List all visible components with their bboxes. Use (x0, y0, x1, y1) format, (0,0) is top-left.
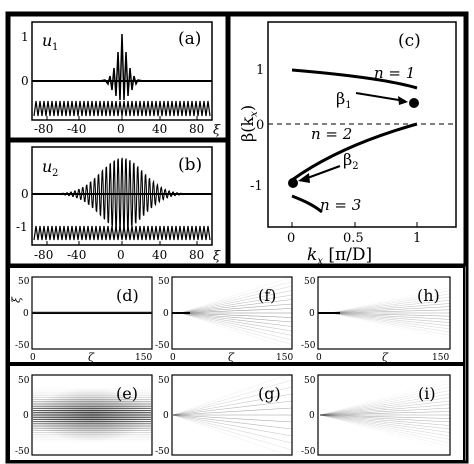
panel-g-ytick--50: -50 (155, 447, 170, 457)
beta1-point (409, 98, 419, 108)
panel-a-label: (a) (178, 29, 201, 49)
panel-c-ytick--1: -1 (250, 179, 263, 194)
panel-a-xlabel: ξ (213, 123, 221, 138)
panel-a: u 1 (a) 1 0 -80 -40 0 40 80 ξ (7, 13, 229, 141)
panel-g: (g) 50 0 -50 (155, 372, 293, 458)
band-label-n2: n = 2 (311, 125, 352, 143)
panel-f-ytick-0: 0 (163, 309, 169, 319)
panel-d-xtick-150: 150 (135, 353, 152, 363)
panel-e-ytick-0: 0 (23, 411, 29, 421)
panel-a-ylabel-sub: 1 (52, 42, 58, 53)
panel-f-ytick-50: 50 (158, 277, 170, 287)
panel-a-ytick-1: 1 (21, 30, 29, 44)
panel-b-ytick--1: -1 (16, 220, 28, 234)
panel-h-ytick-50: 50 (304, 277, 316, 287)
panel-f-xaxis-label: ζ (228, 351, 235, 364)
panel-c-ylabel: β(kx) (238, 105, 260, 142)
panel-b-xtick--80: -80 (34, 248, 53, 262)
panel-c-label: (c) (398, 31, 421, 51)
panel-d-ytick--50: -50 (15, 341, 30, 351)
panel-b-xtick-40: 40 (152, 248, 167, 262)
beta1-label: β1 (336, 89, 352, 111)
beta2-point (288, 178, 298, 188)
panel-h-xtick-150: 150 (432, 353, 449, 363)
panel-e-label: (e) (116, 384, 138, 403)
panel-b-ytick-0: 0 (21, 187, 29, 201)
panel-b-xlabel: ξ (213, 249, 221, 264)
panel-b-lattice (33, 225, 211, 241)
panel-d-xtick-0: 0 (30, 353, 36, 363)
panel-c-xtick-0: 0 (287, 231, 295, 246)
panel-b-ylabel: u (42, 157, 52, 176)
panel-d-ytick-0: 0 (23, 309, 29, 319)
panel-i-ytick-50: 50 (304, 376, 316, 386)
panel-f-ytick--50: -50 (155, 341, 170, 351)
panel-g-ytick-0: 0 (163, 411, 169, 421)
panel-d-ytick-50: 50 (18, 277, 30, 287)
panel-d-yaxis-label: ξ (10, 296, 23, 303)
band-n1 (291, 68, 418, 90)
panel-h-xtick-0: 0 (316, 353, 322, 363)
panel-i-ytick-0: 0 (309, 411, 315, 421)
panel-c-xtick-1: 1 (413, 231, 421, 246)
band-label-n1: n = 1 (374, 64, 415, 82)
panel-b-xtick--40: -40 (67, 248, 86, 262)
panel-i-ytick--50: -50 (301, 447, 316, 457)
panel-f-label: (f) (258, 286, 276, 305)
panel-a-soliton (99, 33, 144, 101)
panel-b-label: (b) (178, 155, 202, 175)
band-label-n3: n = 3 (320, 196, 361, 214)
panel-f: (f) 50 0 -50 0 150 ζ (155, 276, 293, 364)
beta2-label: β2 (343, 150, 359, 172)
panel-b-xtick-0: 0 (117, 248, 125, 262)
panel-a-ytick-0: 0 (21, 74, 29, 88)
panel-h-label: (h) (417, 286, 440, 305)
panel-h-ytick--50: -50 (301, 341, 316, 351)
panel-e-ytick--50: -50 (15, 447, 30, 457)
panel-g-label: (g) (258, 384, 281, 403)
panel-c-xlabel: kx [π/D] (307, 245, 372, 267)
panel-d-xaxis-label: ζ (88, 351, 95, 364)
panel-a-xtick-40: 40 (152, 122, 167, 136)
panel-a-xtick-80: 80 (189, 122, 204, 136)
panel-c: (c) β(kx) 1 0 -1 n = 1 n = 2 n = 3 β1 β2… (227, 13, 467, 267)
panel-f-xtick-150: 150 (276, 353, 293, 363)
panel-b-ylabel-sub: 2 (52, 168, 58, 179)
panel-g-ytick-50: 50 (158, 376, 170, 386)
panel-a-xtick--80: -80 (34, 122, 53, 136)
band-n3 (291, 194, 323, 214)
panel-c-ytick-0: 0 (256, 118, 264, 133)
panel-h-ytick-0: 0 (309, 309, 315, 319)
panel-e: (e) 50 0 -50 (15, 374, 153, 457)
panel-h: (h) 50 0 -50 0 150 ζ (301, 276, 451, 364)
panel-e-ytick-50: 50 (18, 376, 30, 386)
panel-a-xtick--40: -40 (67, 122, 86, 136)
panel-b-soliton (34, 157, 211, 231)
panel-i: (i) 50 0 -50 (301, 374, 451, 457)
panel-a-xtick-0: 0 (117, 122, 125, 136)
band-n2 (291, 122, 418, 182)
panel-f-xtick-0: 0 (170, 353, 176, 363)
panel-b-xtick-80: 80 (189, 248, 204, 262)
panel-c-ytick-1: 1 (256, 63, 264, 78)
panel-a-xticks (46, 116, 198, 120)
panel-i-label: (i) (418, 384, 436, 403)
panel-a-ylabel: u (42, 31, 52, 50)
panel-d: (d) 50 0 -50 ξ 0 150 ζ (10, 276, 153, 364)
panel-b: u 2 (b) 0 -1 -80 -40 0 40 80 ξ (7, 139, 229, 267)
panel-h-xaxis-label: ζ (382, 351, 389, 364)
panel-d-label: (d) (116, 286, 139, 305)
panel-c-xtick-0.5: 0.5 (343, 231, 364, 246)
